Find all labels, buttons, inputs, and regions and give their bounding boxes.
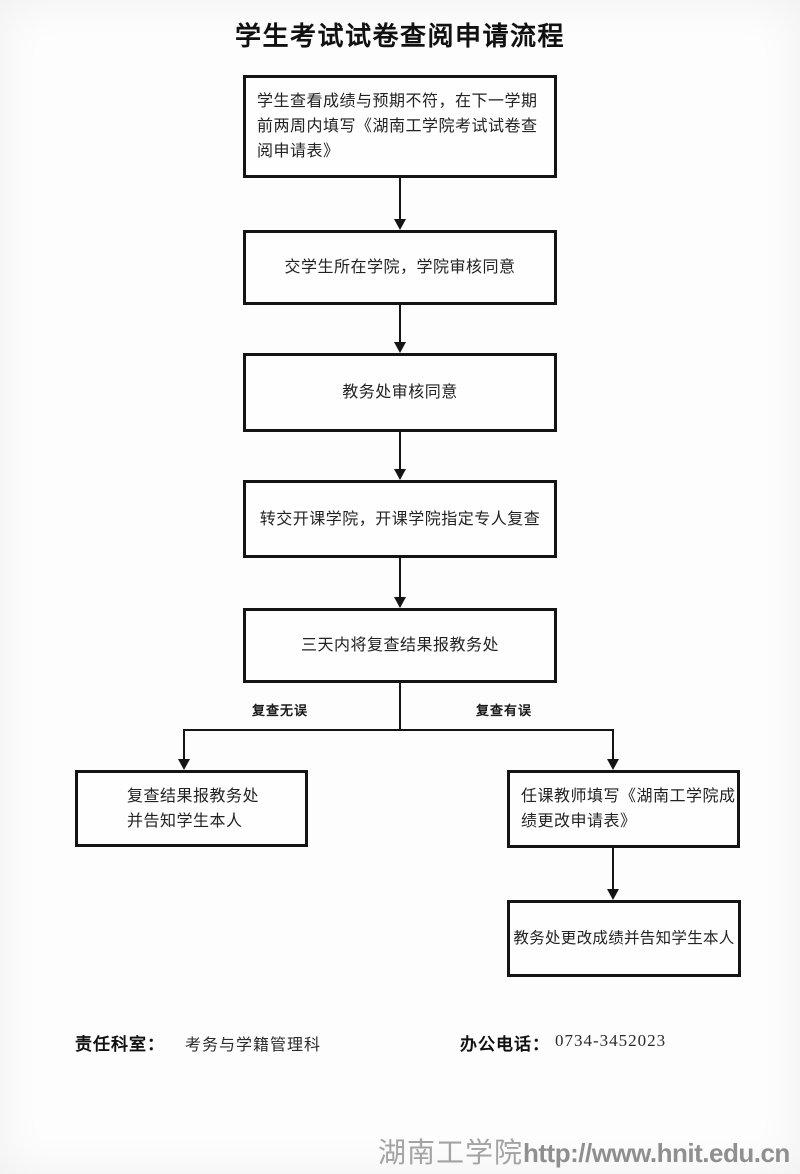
flow-box-step3: 教务处审核同意 bbox=[243, 353, 557, 432]
flow-box-line: 复查结果报教务处 bbox=[127, 787, 260, 805]
arrow-down-line bbox=[399, 432, 401, 470]
dept-value: 考务与学籍管理科 bbox=[185, 1037, 322, 1054]
branch-label-no-error: 复查无误 bbox=[251, 703, 308, 718]
arrow-down-line bbox=[612, 729, 614, 760]
branch-stem-line bbox=[399, 683, 401, 731]
flow-box-step2: 交学生所在学院，学院审核同意 bbox=[243, 230, 557, 305]
flow-box-line: 任课教师填写《湖南工学院成 bbox=[521, 788, 736, 805]
flow-box-step4: 转交开课学院，开课学院指定专人复查 bbox=[243, 480, 557, 558]
branch-label-has-error: 复查有误 bbox=[475, 703, 532, 718]
flow-box-line: 转交开课学院，开课学院指定专人复查 bbox=[259, 510, 541, 528]
footer-site-url: http://www.hnit.edu.cn bbox=[523, 1138, 790, 1168]
phone-value: 0734-3452023 bbox=[555, 1031, 667, 1050]
flow-box-step5: 三天内将复查结果报教务处 bbox=[243, 608, 557, 683]
arrow-down-line bbox=[399, 305, 401, 343]
phone-label: 办公电话： bbox=[460, 1035, 550, 1054]
arrow-down-head bbox=[394, 219, 406, 230]
flow-box-line: 绩更改申请表》 bbox=[521, 813, 637, 830]
arrow-down-head bbox=[394, 597, 406, 608]
arrow-down-head bbox=[394, 342, 406, 353]
flow-box-line: 教务处审核同意 bbox=[342, 384, 458, 401]
arrow-down-head bbox=[394, 469, 406, 480]
arrow-down-line bbox=[612, 848, 614, 890]
page-title: 学生考试试卷查阅申请流程 bbox=[234, 21, 565, 51]
footer-site-name: 湖南工学院 bbox=[378, 1138, 524, 1169]
flow-box-line: 教务处更改成绩并告知学生本人 bbox=[513, 930, 735, 947]
flow-box-right-step2: 教务处更改成绩并告知学生本人 bbox=[507, 900, 741, 977]
flow-box-step1: 学生查看成绩与预期不符，在下一学期 前两周内填写《湖南工学院考试试卷查 阅申请表… bbox=[243, 75, 557, 178]
branch-horizontal-line bbox=[183, 729, 614, 731]
arrow-down-line bbox=[183, 729, 185, 760]
arrow-down-head bbox=[607, 759, 619, 770]
flow-box-line: 前两周内填写《湖南工学院考试试卷查 bbox=[257, 118, 538, 135]
flow-box-line: 并告知学生本人 bbox=[127, 812, 243, 830]
arrow-down-head bbox=[178, 759, 190, 770]
arrow-down-line bbox=[399, 178, 401, 220]
dept-label: 责任科室： bbox=[75, 1035, 165, 1054]
flow-box-line: 阅申请表》 bbox=[257, 143, 340, 160]
flow-box-line: 三天内将复查结果报教务处 bbox=[300, 637, 499, 654]
arrow-down-head bbox=[607, 889, 619, 900]
arrow-down-line bbox=[399, 558, 401, 598]
flow-box-line: 学生查看成绩与预期不符，在下一学期 bbox=[257, 93, 538, 110]
flow-box-right-step1: 任课教师填写《湖南工学院成 绩更改申请表》 bbox=[507, 770, 740, 848]
flow-box-left-result: 复查结果报教务处 并告知学生本人 bbox=[75, 770, 308, 847]
flow-box-line: 交学生所在学院，学院审核同意 bbox=[284, 259, 516, 276]
